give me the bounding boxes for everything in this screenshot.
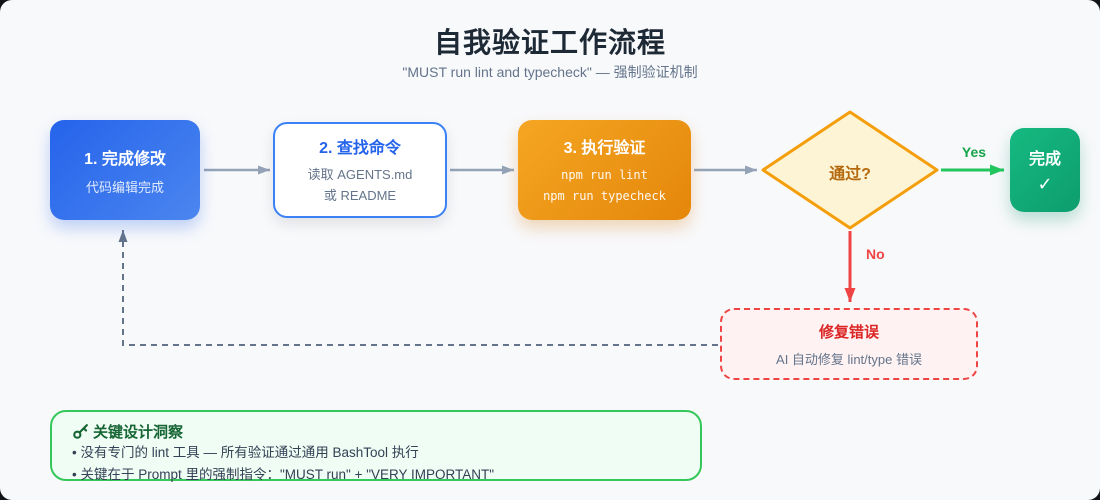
insight-title: 关键设计洞察	[93, 424, 184, 441]
node-step3-run-verification: 3. 执行验证 npm run lint npm run typecheck	[518, 120, 691, 220]
node-step1-complete-edit: 1. 完成修改 代码编辑完成	[50, 120, 200, 220]
node-title: 修复错误	[818, 323, 879, 341]
edge-label-yes: Yes	[961, 144, 987, 160]
node-title: 3. 执行验证	[563, 140, 646, 158]
node-title: 完成	[1028, 151, 1061, 168]
node-title: 1. 完成修改	[84, 150, 166, 168]
insight-panel: 关键设计洞察 • 没有专门的 lint 工具 — 所有验证通过通用 BashTo…	[50, 410, 702, 482]
node-commands: npm run lint npm run typecheck	[543, 165, 666, 206]
node-subtitle: 代码编辑完成	[85, 179, 164, 195]
insight-bullet: • 没有专门的 lint 工具 — 所有验证通过通用 BashTool 执行	[72, 445, 419, 460]
node-title: 2. 查找命令	[319, 139, 401, 157]
node-done: 完成 ✓	[1010, 128, 1080, 212]
node-step2-find-commands: 2. 查找命令 读取 AGENTS.md 或 README	[273, 122, 447, 218]
node-subtitle: AI 自动修复 lint/type 错误	[776, 351, 922, 367]
page-subtitle: "MUST run lint and typecheck" — 强制验证机制	[402, 64, 698, 80]
node-decision-label: 通过?	[829, 166, 871, 183]
command-line: npm run lint	[561, 168, 648, 183]
node-line: 读取 AGENTS.md	[307, 166, 413, 182]
node-line: 或 README	[323, 187, 397, 203]
arrow-fix-step1-loop	[118, 230, 718, 346]
page-title: 自我验证工作流程	[433, 27, 666, 58]
node-fix-errors: 修复错误 AI 自动修复 lint/type 错误	[720, 308, 978, 380]
node-subtitle: 读取 AGENTS.md 或 README	[308, 165, 413, 207]
checkmark-icon: ✓	[1037, 174, 1053, 194]
insight-title-row: 关键设计洞察	[72, 421, 680, 442]
key-icon	[73, 424, 88, 439]
command-line: npm run typecheck	[543, 188, 666, 203]
insight-bullet: • 关键在于 Prompt 里的强制指令："MUST run" + "VERY …	[72, 466, 495, 482]
edge-label-no: No	[866, 246, 885, 262]
